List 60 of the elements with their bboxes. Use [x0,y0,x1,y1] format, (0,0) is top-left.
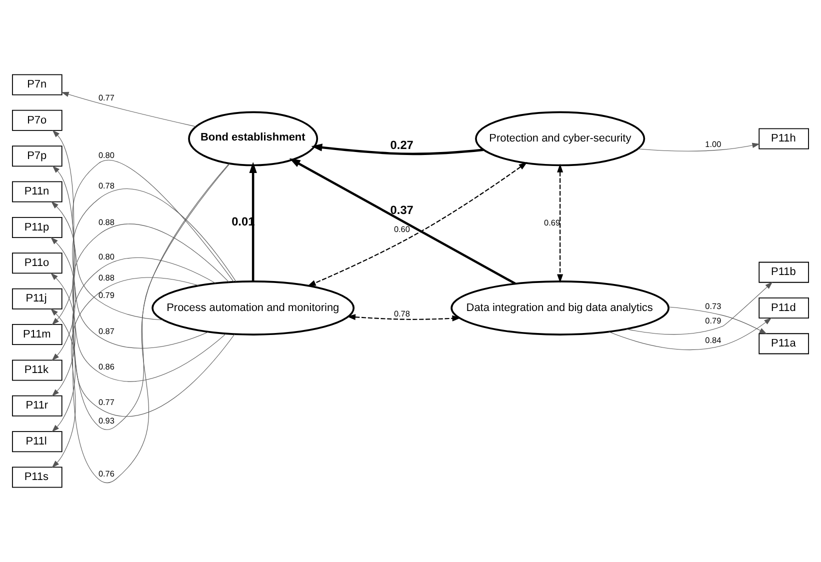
edge-label: 0.93 [98,416,114,426]
arrow [289,158,516,285]
edge-label: 0.77 [98,398,114,408]
edge-label: 0.73 [705,302,722,312]
node-ellipse: Protection and cyber-security [475,111,646,166]
arrow [51,201,164,320]
arrow [52,224,230,396]
arrow [311,144,484,156]
edge-label: 1.00 [705,140,722,150]
node-box: P11n [12,181,62,202]
arrow [50,308,235,417]
arrow [52,277,199,468]
node-box: P11a [758,333,809,354]
edge-label: 0.79 [705,316,722,326]
node-box: P11b [758,262,809,283]
edge-label: 0.88 [98,274,114,283]
arrow [50,272,226,382]
arrow [52,188,236,361]
node-box: P7o [12,110,62,131]
edge-label: 0.80 [98,151,114,160]
arrow [52,163,230,484]
node-box: P7p [12,146,62,167]
edge-label: 0.78 [394,309,410,318]
node-box: P7n [12,74,62,96]
arrow [638,142,760,152]
edge-label: 0.77 [98,93,114,102]
arrow [61,92,196,127]
edge-label: 0.87 [98,326,114,336]
node-box: P11p [12,216,62,238]
edge-label: 0.78 [98,181,114,190]
node-box: P11o [12,252,62,274]
node-box: P11j [12,288,62,310]
node-box: P11s [12,466,62,488]
node-box: P11h [758,128,809,150]
arrow [50,237,209,349]
edge-label: 0.88 [98,218,114,227]
edge-label: 0.27 [390,138,414,152]
node-box: P11l [12,431,62,452]
node-box: P11d [758,297,809,319]
arrow [608,318,772,350]
edge-label: 0.76 [98,470,114,479]
edge-label: 0.79 [98,291,114,300]
arrow [52,130,230,430]
node-box: P11r [12,395,62,416]
node-box: P11k [12,360,62,381]
node-box: P11m [12,324,62,346]
arrow [626,282,773,335]
edge-label: 0.69 [544,218,560,228]
edge-label: 0.86 [98,362,114,372]
edge-label: 0.60 [394,225,410,234]
arrow [249,162,257,282]
edge-label: 0.84 [705,336,722,345]
arrow [52,257,216,432]
arrow [668,306,767,334]
arrow [307,162,528,286]
edge-label: 0.80 [98,252,114,262]
arrow [346,314,461,322]
edge-label: 0.37 [390,203,414,218]
arrow [52,160,234,325]
arrow [557,164,564,283]
